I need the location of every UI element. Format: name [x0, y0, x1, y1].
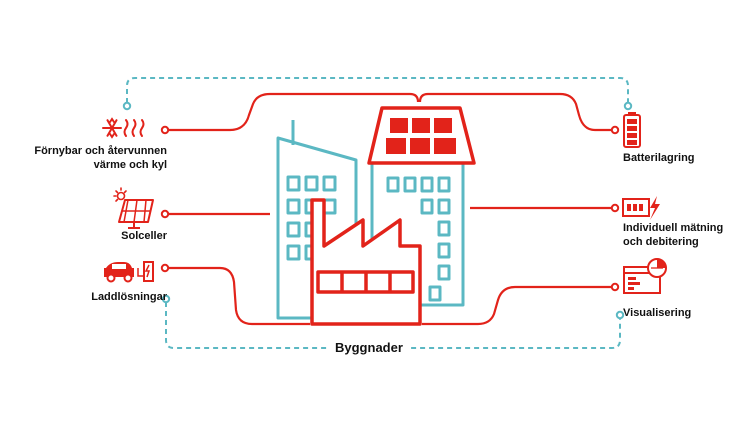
label-line: Individuell mätning	[623, 222, 724, 234]
buildings-with-factory-and-solar-roof-icon	[276, 106, 476, 326]
label-line: Förnybar och återvunnen	[34, 145, 167, 157]
label-line: och debitering	[623, 236, 699, 248]
dashed-connection-lines	[126, 77, 629, 349]
label-line: Solceller	[121, 230, 167, 242]
label-visualisation: Visualisering	[623, 306, 691, 320]
label-renewable-heat: Förnybar och återvunnen värme och kyl	[34, 144, 167, 172]
top-dashed-loop	[126, 77, 629, 103]
solar-panel-icon	[113, 187, 154, 229]
line-renewable-heat	[168, 92, 420, 132]
line-visualisation	[422, 285, 612, 326]
line-charging	[168, 266, 310, 326]
bottom-dashed-loop	[165, 302, 621, 349]
dashboard-icon	[623, 258, 667, 294]
line-battery	[418, 92, 612, 132]
label-charging: Laddlösningar	[91, 290, 167, 304]
label-metering: Individuell mätning och debitering	[623, 221, 723, 249]
factory	[310, 198, 422, 326]
ev-charging-icon	[104, 261, 154, 283]
label-line: Laddlösningar	[91, 291, 167, 303]
label-line: Batterilagring	[623, 152, 695, 164]
smart-meter-icon	[622, 196, 660, 220]
label-solar: Solceller	[121, 229, 167, 243]
battery-icon	[623, 112, 641, 148]
solar-roof	[367, 106, 476, 165]
center-title: Byggnader	[329, 340, 409, 355]
label-line: Visualisering	[623, 307, 692, 319]
snowflake-heat-icon	[102, 117, 145, 139]
red-connection-lines	[168, 92, 612, 326]
dashed-line-endpoints	[122, 101, 633, 320]
label-line: värme och kyl	[93, 159, 167, 171]
red-line-endpoints	[160, 125, 620, 292]
label-battery: Batterilagring	[623, 151, 695, 165]
